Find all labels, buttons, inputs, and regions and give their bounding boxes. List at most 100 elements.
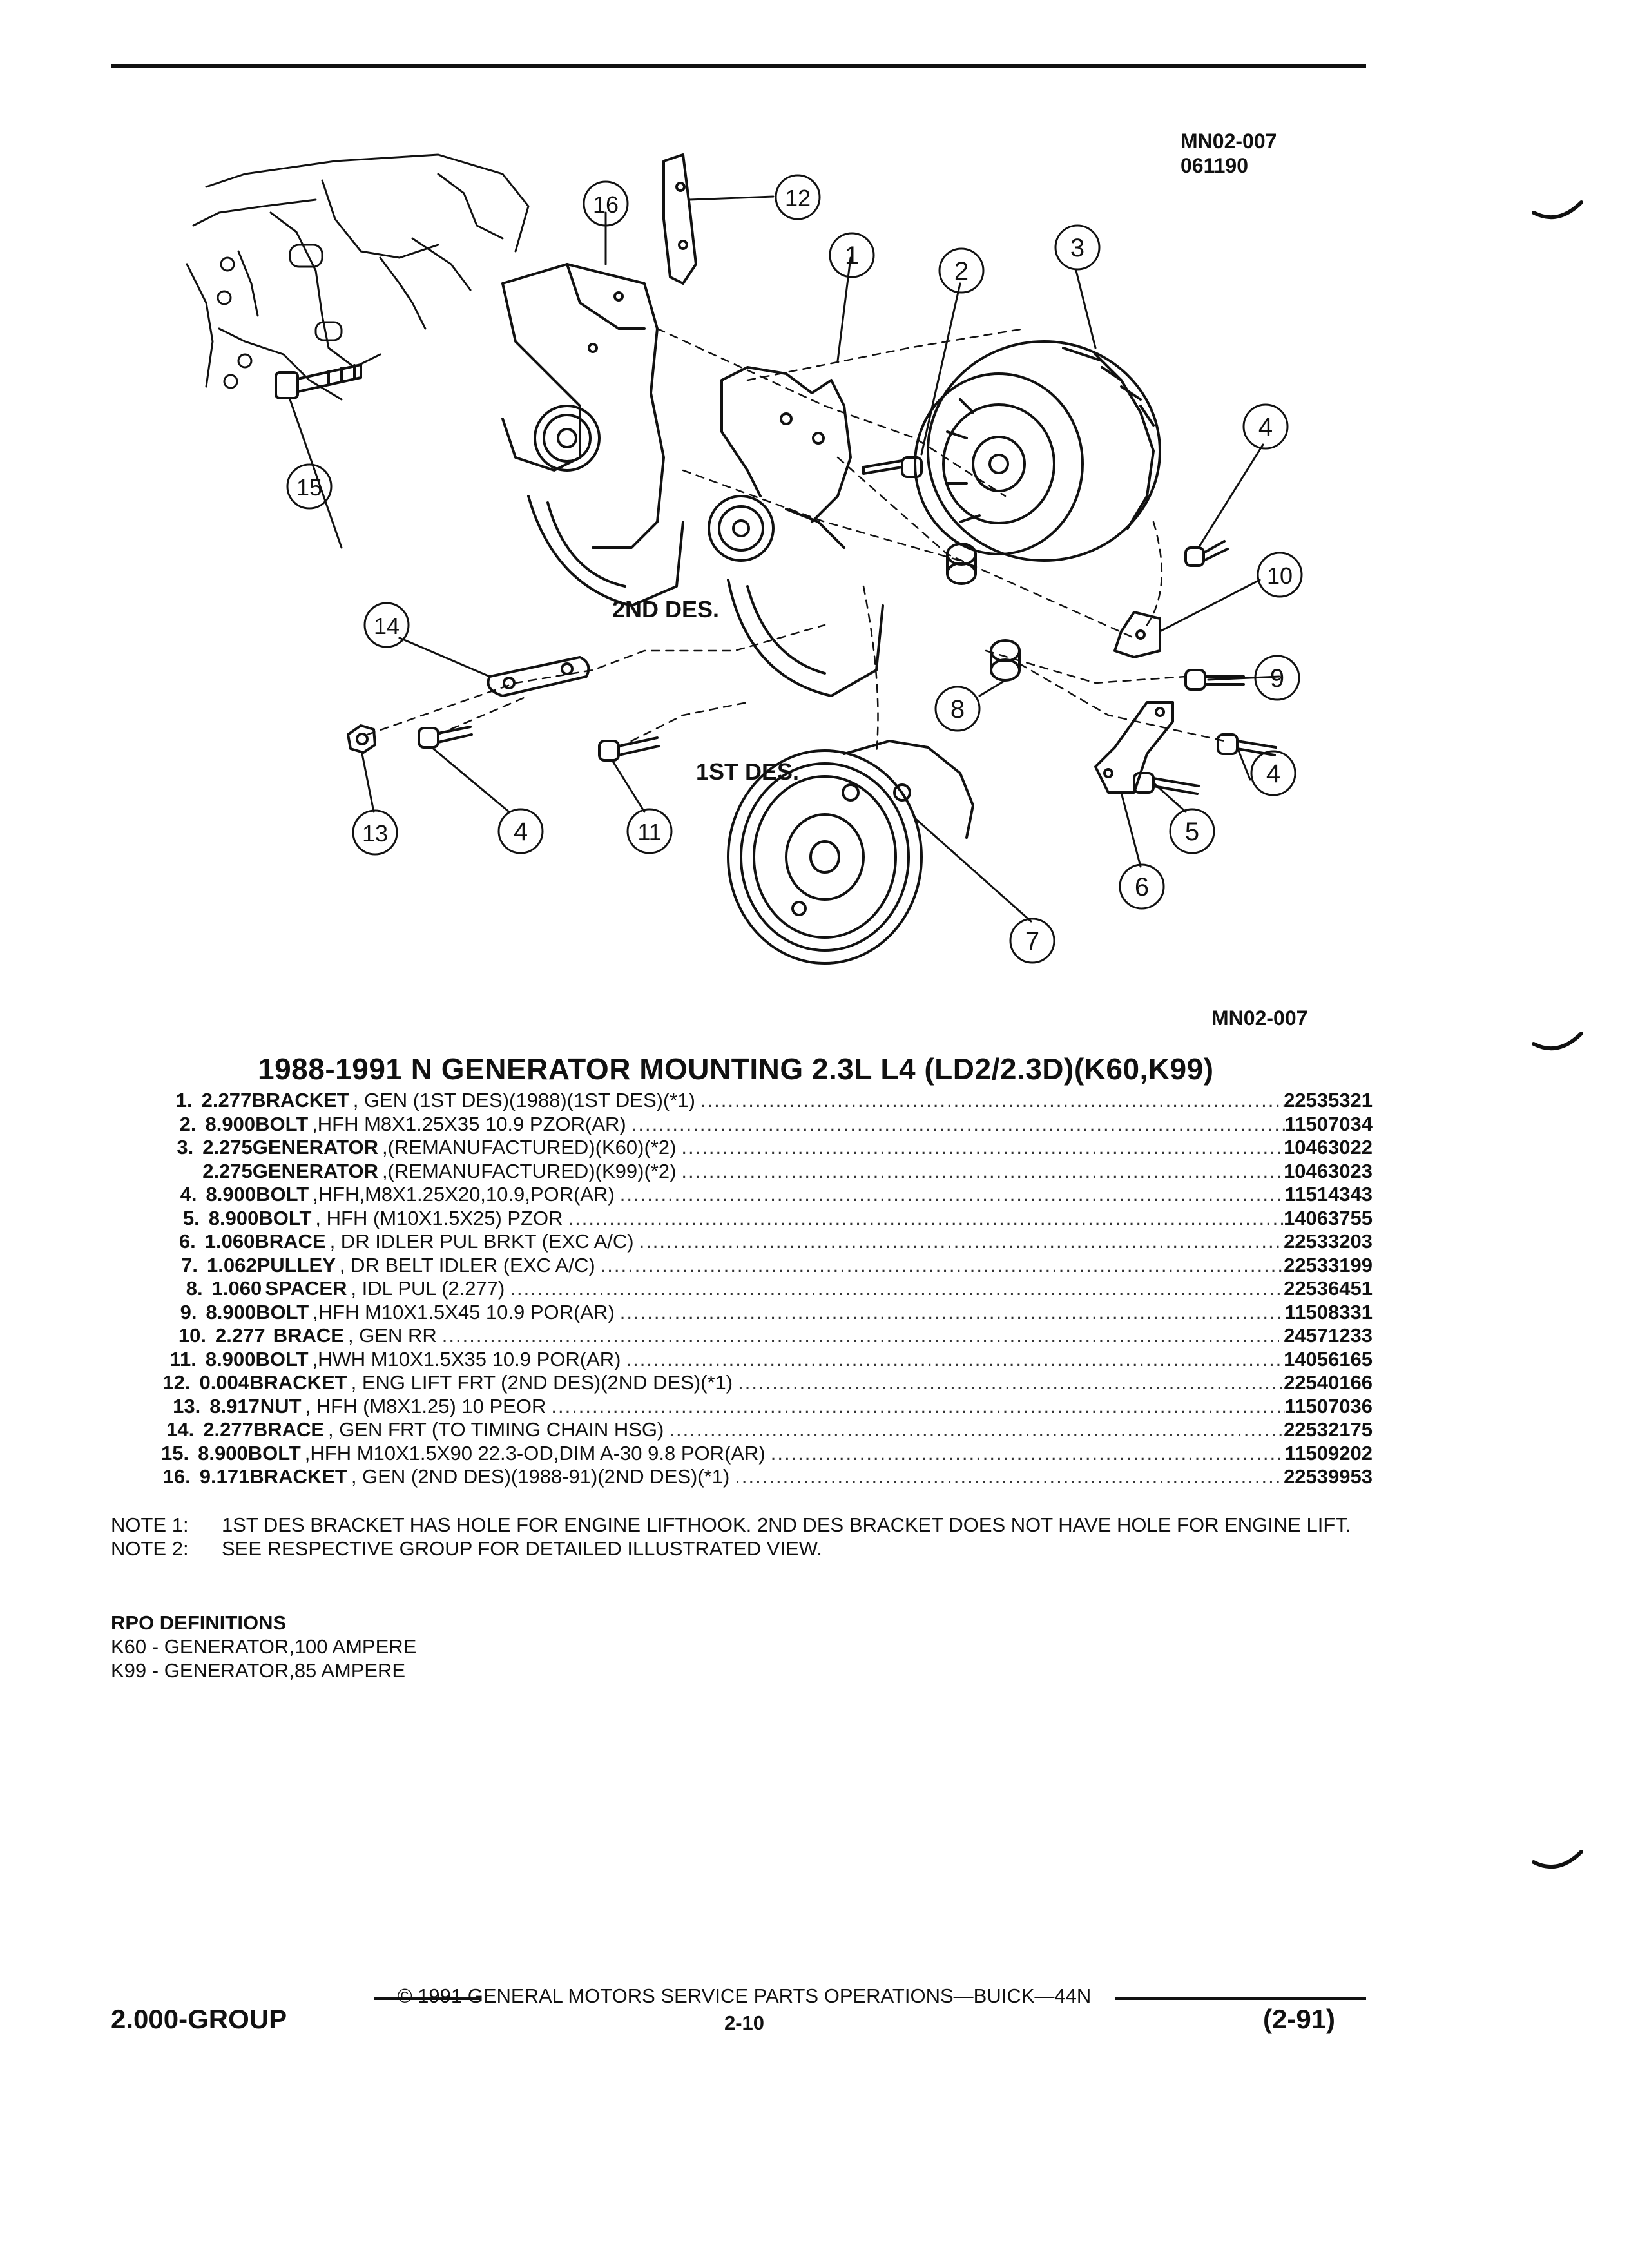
revision-label: (2-91) bbox=[1263, 2004, 1336, 2034]
dot-leader: ........................................… bbox=[681, 1136, 1284, 1158]
callout-14: 14 bbox=[363, 602, 410, 648]
brace-14-drawing bbox=[487, 656, 590, 697]
dot-leader: ........................................… bbox=[681, 1159, 1284, 1182]
spacer-8-drawing bbox=[946, 543, 1021, 682]
bracket-1-drawing bbox=[708, 366, 884, 697]
part-number-index: 15. bbox=[161, 1441, 189, 1465]
part-number: 14063755 bbox=[1284, 1206, 1373, 1229]
note-label: NOTE 1: bbox=[111, 1514, 189, 1536]
part-number: 11514343 bbox=[1284, 1183, 1373, 1206]
dot-leader: ........................................… bbox=[551, 1394, 1284, 1418]
part-number: 11507034 bbox=[1284, 1112, 1373, 1135]
svg-text:4: 4 bbox=[1266, 760, 1280, 788]
callout-4-mid: 4 bbox=[1250, 750, 1296, 796]
pulley-7-drawing bbox=[727, 740, 974, 965]
callout-3: 3 bbox=[1054, 224, 1101, 271]
part-name: BOLT bbox=[258, 1206, 312, 1229]
svg-text:4: 4 bbox=[1258, 413, 1273, 441]
part-name: BRACE bbox=[255, 1230, 326, 1253]
part-name: BRACKET bbox=[251, 1089, 349, 1111]
svg-text:13: 13 bbox=[362, 820, 388, 847]
callout-7: 7 bbox=[1009, 918, 1055, 964]
svg-text:14: 14 bbox=[374, 613, 400, 639]
svg-text:15: 15 bbox=[296, 474, 322, 501]
part-description: , DR IDLER PUL BRKT (EXC A/C) bbox=[329, 1230, 634, 1253]
figure-id: MN02-007 bbox=[1181, 130, 1277, 153]
callout-12: 12 bbox=[775, 174, 821, 220]
callout-4-upper: 4 bbox=[1242, 403, 1289, 450]
part-number-index: 2. bbox=[179, 1112, 197, 1135]
page-number: 2-10 bbox=[724, 2012, 765, 2034]
note-text: 1ST DES BRACKET HAS HOLE FOR ENGINE LIFT… bbox=[222, 1514, 1351, 1536]
part-group-code: 2.275 bbox=[202, 1159, 253, 1182]
dot-leader: ........................................… bbox=[669, 1418, 1284, 1441]
part-number-index: 5. bbox=[182, 1206, 200, 1229]
callout-8: 8 bbox=[934, 686, 981, 732]
svg-text:12: 12 bbox=[785, 185, 811, 211]
brace-10-drawing bbox=[1113, 611, 1161, 658]
label-1st-des: 1ST DES. bbox=[696, 758, 799, 785]
callout-16: 16 bbox=[583, 180, 629, 227]
part-name: BOLT bbox=[255, 1347, 309, 1370]
bolt-15-drawing bbox=[275, 363, 362, 399]
dot-leader: ........................................… bbox=[626, 1347, 1284, 1370]
part-description: , GEN RR bbox=[347, 1324, 437, 1347]
svg-text:1: 1 bbox=[845, 242, 859, 270]
dot-leader: ........................................… bbox=[441, 1324, 1280, 1347]
part-name: BRACE bbox=[273, 1324, 344, 1347]
leader-lines bbox=[289, 195, 1280, 923]
part-group-code: 2.277 bbox=[215, 1324, 265, 1347]
svg-text:2: 2 bbox=[954, 257, 969, 285]
callout-circles: 1 2 3 4 10 9 4 5 6 7 8 12 16 15 14 bbox=[286, 174, 1303, 964]
part-group-code: 8.900 bbox=[198, 1441, 248, 1465]
callout-2: 2 bbox=[938, 247, 985, 294]
dot-leader: ........................................… bbox=[631, 1112, 1285, 1135]
part-group-code: 8.900 bbox=[205, 1112, 256, 1135]
part-number: 22536451 bbox=[1284, 1277, 1373, 1300]
part-group-code: 8.900 bbox=[205, 1347, 256, 1370]
part-name: SPACER bbox=[265, 1277, 347, 1300]
part-number: 22535321 bbox=[1284, 1089, 1373, 1111]
part-group-code: 2.275 bbox=[202, 1136, 253, 1158]
part-number-index: 7. bbox=[181, 1253, 198, 1276]
part-description: , DR BELT IDLER (EXC A/C) bbox=[339, 1253, 595, 1276]
part-group-code: 8.900 bbox=[206, 1300, 256, 1323]
engine-block bbox=[186, 153, 530, 401]
bolt-2-drawing bbox=[862, 456, 923, 478]
dot-leader: ........................................… bbox=[600, 1253, 1284, 1276]
part-description: ,(REMANUFACTURED)(K99)(*2) bbox=[381, 1159, 677, 1182]
part-number: 22539953 bbox=[1284, 1465, 1373, 1488]
part-description: ,HWH M10X1.5X35 10.9 POR(AR) bbox=[312, 1347, 621, 1370]
rpo-item: K99 - GENERATOR,85 AMPERE bbox=[111, 1659, 406, 1682]
svg-text:6: 6 bbox=[1135, 873, 1149, 901]
svg-text:16: 16 bbox=[593, 191, 619, 218]
callout-5: 5 bbox=[1169, 808, 1215, 854]
part-name: BRACKET bbox=[249, 1465, 347, 1488]
dot-leader: ........................................… bbox=[619, 1300, 1285, 1323]
part-group-code: 1.060 bbox=[204, 1230, 255, 1253]
dot-leader: ........................................… bbox=[639, 1230, 1284, 1253]
dot-leader: ........................................… bbox=[568, 1206, 1284, 1229]
bolt-5-drawing bbox=[1133, 772, 1200, 795]
part-group-code: 8.917 bbox=[209, 1394, 260, 1418]
label-2nd-des: 2ND DES. bbox=[612, 596, 719, 622]
part-number-index: 10. bbox=[178, 1324, 206, 1347]
part-number: 11507036 bbox=[1284, 1394, 1373, 1418]
section-title: 1988-1991 N GENERATOR MOUNTING 2.3L L4 (… bbox=[258, 1052, 1214, 1086]
callout-15: 15 bbox=[286, 463, 333, 510]
svg-text:4: 4 bbox=[514, 818, 528, 846]
part-description: , HFH (M10X1.5X25) PZOR bbox=[315, 1206, 563, 1229]
part-group-code: 1.062 bbox=[207, 1253, 257, 1276]
note-2: NOTE 2: SEE RESPECTIVE GROUP FOR DETAILE… bbox=[111, 1537, 1369, 1561]
generator-3-drawing bbox=[914, 340, 1161, 562]
part-description: , GEN (2ND DES)(1988-91)(2ND DES)(*1) bbox=[351, 1465, 730, 1488]
part-number: 14056165 bbox=[1284, 1347, 1373, 1370]
binder-mark-icon bbox=[1532, 1032, 1583, 1051]
dot-leader: ........................................… bbox=[770, 1441, 1285, 1465]
